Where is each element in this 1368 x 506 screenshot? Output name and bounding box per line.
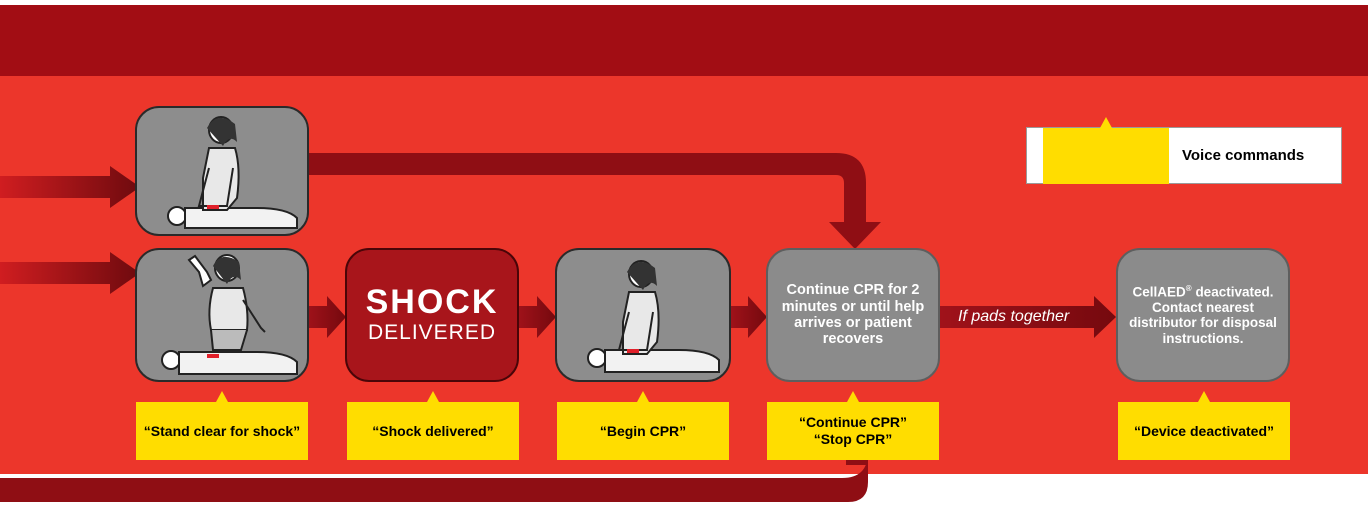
- deactivated-text: CellAED® deactivated. Contact nearest di…: [1118, 250, 1288, 380]
- arrow-continue-to-deactivated: [940, 296, 1116, 338]
- deactivated-instructions: deactivated. Contact nearest distributor…: [1129, 284, 1277, 346]
- voice-command-text: “Continue CPR” “Stop CPR”: [798, 414, 908, 447]
- voice-callout-begin-cpr: “Begin CPR”: [557, 391, 729, 460]
- step-continue-cpr: Continue CPR for 2 minutes or until help…: [766, 248, 940, 382]
- step-cpr-top: [135, 106, 309, 236]
- legend-label: Voice commands: [1182, 147, 1305, 164]
- voice-callout-deactivated: “Device deactivated”: [1118, 391, 1290, 460]
- arrow-stand-to-shock: [307, 296, 346, 338]
- loop-arrow-top: [305, 153, 881, 249]
- step-device-deactivated: CellAED® deactivated. Contact nearest di…: [1116, 248, 1290, 382]
- voice-command-text: “Stand clear for shock”: [143, 422, 301, 439]
- incoming-arrow-bottom: [0, 252, 140, 294]
- if-pads-together-label: If pads together: [958, 308, 1070, 325]
- header-bar: [0, 5, 1368, 76]
- voice-command-text: “Shock delivered”: [372, 422, 494, 439]
- voice-callout-shock: “Shock delivered”: [347, 391, 519, 460]
- voice-command-text: “Device deactivated”: [1133, 422, 1275, 439]
- incoming-arrow-top: [0, 166, 140, 208]
- legend-swatch: [1043, 117, 1169, 184]
- arrow-shock-to-cpr: [518, 296, 556, 338]
- step-begin-cpr: [555, 248, 731, 382]
- step-shock-delivered: SHOCK DELIVERED: [345, 248, 519, 382]
- arrow-cpr-to-continue: [730, 296, 767, 338]
- legend: Voice commands: [1026, 117, 1342, 184]
- cpr-illustration-icon: [587, 260, 720, 373]
- shock-subtitle: DELIVERED: [367, 320, 497, 344]
- voice-command-text: “Begin CPR”: [599, 422, 687, 439]
- cpr-illustration-icon: [167, 116, 298, 229]
- stand-clear-illustration-icon: [161, 254, 298, 375]
- step-stand-clear: [135, 248, 309, 382]
- brand-name: CellAED: [1132, 284, 1186, 300]
- shock-title: SHOCK: [365, 282, 499, 321]
- voice-callout-stand-clear: “Stand clear for shock”: [136, 391, 308, 460]
- loop-arrow-bottom: [0, 452, 868, 502]
- registered-mark: ®: [1185, 284, 1192, 294]
- voice-callout-continue-cpr: “Continue CPR” “Stop CPR”: [767, 391, 939, 460]
- continue-cpr-text: Continue CPR for 2 minutes or until help…: [781, 282, 925, 348]
